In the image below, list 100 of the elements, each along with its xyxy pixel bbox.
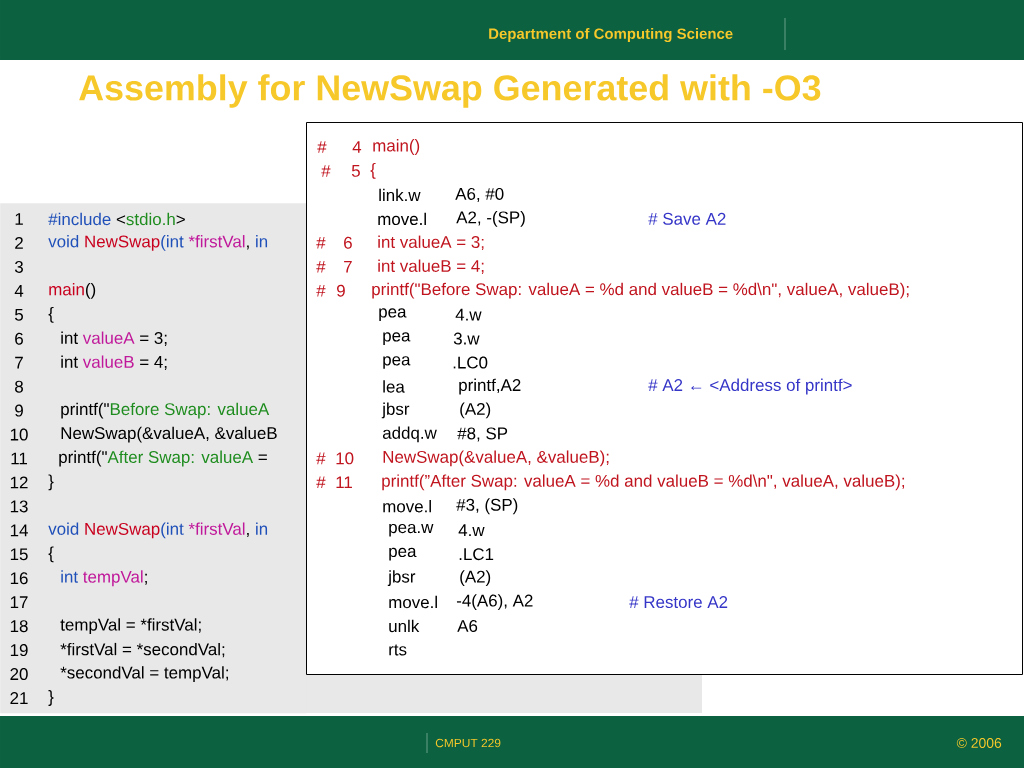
node-label: in xyxy=(256,235,268,248)
node-label: NewSwap xyxy=(85,522,160,539)
node-label: , xyxy=(247,245,249,250)
node-label: (int xyxy=(161,235,184,251)
code-line: link.w A6, #0 xyxy=(379,187,504,202)
code-line: main() xyxy=(49,282,96,299)
node-label: void xyxy=(48,522,79,535)
node-label: pea xyxy=(379,308,407,321)
node-label: in xyxy=(256,522,268,535)
line-number: 4 xyxy=(14,285,24,297)
node-label: #include xyxy=(48,212,111,226)
node-label: < xyxy=(116,215,126,224)
line-number: 14 xyxy=(10,524,28,537)
node-label: pea xyxy=(389,547,417,561)
line-number: 10 xyxy=(10,428,28,441)
node-label: void xyxy=(48,235,79,248)
code-line: pea.w 4.w xyxy=(389,523,485,537)
code-line: } xyxy=(48,474,54,491)
node-label: 4.w xyxy=(455,308,482,321)
line-number: 20 xyxy=(10,668,28,681)
node-label: # A2 ← <Address of printf> xyxy=(648,378,852,395)
slide-title: Assembly for NewSwap Generated with -O3 xyxy=(79,74,821,108)
code-line: jbsr (A2) xyxy=(381,402,491,419)
line-number: 18 xyxy=(10,620,28,633)
code-line: void NewSwap(int *firstVal, in xyxy=(48,522,268,539)
node-label: .LC1 xyxy=(459,548,494,561)
code-line: jbsr (A2) xyxy=(387,570,491,586)
node-label: 3.w xyxy=(453,332,480,345)
node-label: # Restore A2 xyxy=(629,596,728,609)
node-label: stdio.h xyxy=(126,212,175,226)
code-line: # 11 printf(”After Swap: valueA = %d and valueB = %d\n", valueA, valueB); xyxy=(316,474,905,491)
copyright-note: © 2006 xyxy=(956,738,1002,748)
node-label: pea xyxy=(383,332,411,345)
assembly-box xyxy=(306,122,1023,675)
code-line: *secondVal = tempVal; xyxy=(60,666,228,682)
code-line: } xyxy=(48,690,54,706)
code-line: # 5 { xyxy=(321,163,376,179)
code-line: unlk A6 xyxy=(389,619,478,633)
node-label: printf,A2 xyxy=(459,378,521,395)
node-label: # Save A2 xyxy=(648,212,726,225)
line-number: 8 xyxy=(15,380,23,393)
code-line: move.l #3, (SP) xyxy=(383,498,518,515)
node-label: move.l xyxy=(389,595,437,609)
code-line: # 9 printf("Before Swap: valueA = %d and valueB = %d\n", valueA, valueB); xyxy=(316,282,909,299)
code-line: lea printf,A2 # A2 ← <Address of printf> xyxy=(383,378,852,395)
node-label: (A2) xyxy=(460,570,491,586)
node-label: .LC0 xyxy=(453,356,488,369)
line-number: 21 xyxy=(10,692,28,704)
code-line: pea .LC1 xyxy=(389,547,494,561)
code-line: tempVal = *firstVal; xyxy=(60,618,201,635)
code-line: void NewSwap(int *firstVal, in xyxy=(48,235,268,251)
node-label: *firstVal xyxy=(188,522,245,535)
line-number: 15 xyxy=(10,548,28,561)
code-line: addq.w #8, SP xyxy=(382,426,508,443)
code-line: int valueA = 3; xyxy=(61,331,167,346)
node-label: jbsr xyxy=(381,402,410,419)
line-number: 9 xyxy=(15,404,23,417)
code-line: pea 3.w xyxy=(383,332,480,345)
code-line: move.l -4(A6), A2 # Restore A2 xyxy=(389,594,728,610)
line-number: 1 xyxy=(15,213,23,225)
node-label: *firstVal xyxy=(188,235,245,248)
line-number: 16 xyxy=(10,572,28,585)
code-line: # 10 NewSwap(&valueA, &valueB); xyxy=(316,450,609,467)
code-line: NewSwap(&valueA, &valueB xyxy=(61,426,277,443)
node-label: NewSwap xyxy=(85,235,160,251)
code-line: rts xyxy=(389,644,407,656)
code-line: int tempVal; xyxy=(61,570,147,587)
node-label: jbsr xyxy=(387,570,416,586)
node-label: pea xyxy=(383,356,411,369)
line-number: 2 xyxy=(15,237,23,249)
line-number: 19 xyxy=(10,644,28,657)
node-label: > xyxy=(176,215,185,224)
line-number: 17 xyxy=(10,596,28,608)
code-line: *firstVal = *secondVal; xyxy=(60,642,225,658)
node-label: (int xyxy=(161,522,184,539)
line-number: 6 xyxy=(15,332,23,345)
course-code: CMPUT 229 xyxy=(435,738,501,748)
code-line: # 7 int valueB = 4; xyxy=(316,259,484,274)
department-name: Department of Computing Science xyxy=(489,28,733,42)
code-line: # 6 int valueA = 3; xyxy=(316,235,484,250)
node-label: , xyxy=(247,532,249,537)
code-line: move.l A2, -(SP) # Save A2 xyxy=(378,210,726,227)
code-line: pea 4.w xyxy=(379,308,482,321)
node-label: (A2) xyxy=(460,402,491,419)
line-number: 11 xyxy=(11,452,27,465)
code-line: { xyxy=(48,306,54,323)
code-line: printf("Before Swap: valueA xyxy=(61,402,270,419)
line-number: 12 xyxy=(10,476,28,489)
line-number: 7 xyxy=(15,356,23,369)
code-line: pea .LC0 xyxy=(383,356,488,369)
line-number: 13 xyxy=(10,500,28,513)
line-number: 3 xyxy=(14,260,23,273)
code-line: int valueB = 4; xyxy=(61,355,167,370)
line-number: 5 xyxy=(14,308,23,321)
code-line: { xyxy=(48,546,54,563)
node-label: move.l xyxy=(378,212,426,226)
code-line: # 4 main() xyxy=(317,139,420,155)
node-label: A2, -(SP) xyxy=(456,210,525,227)
code-line: printf("After Swap: valueA = xyxy=(59,450,267,467)
code-panel xyxy=(0,203,307,714)
